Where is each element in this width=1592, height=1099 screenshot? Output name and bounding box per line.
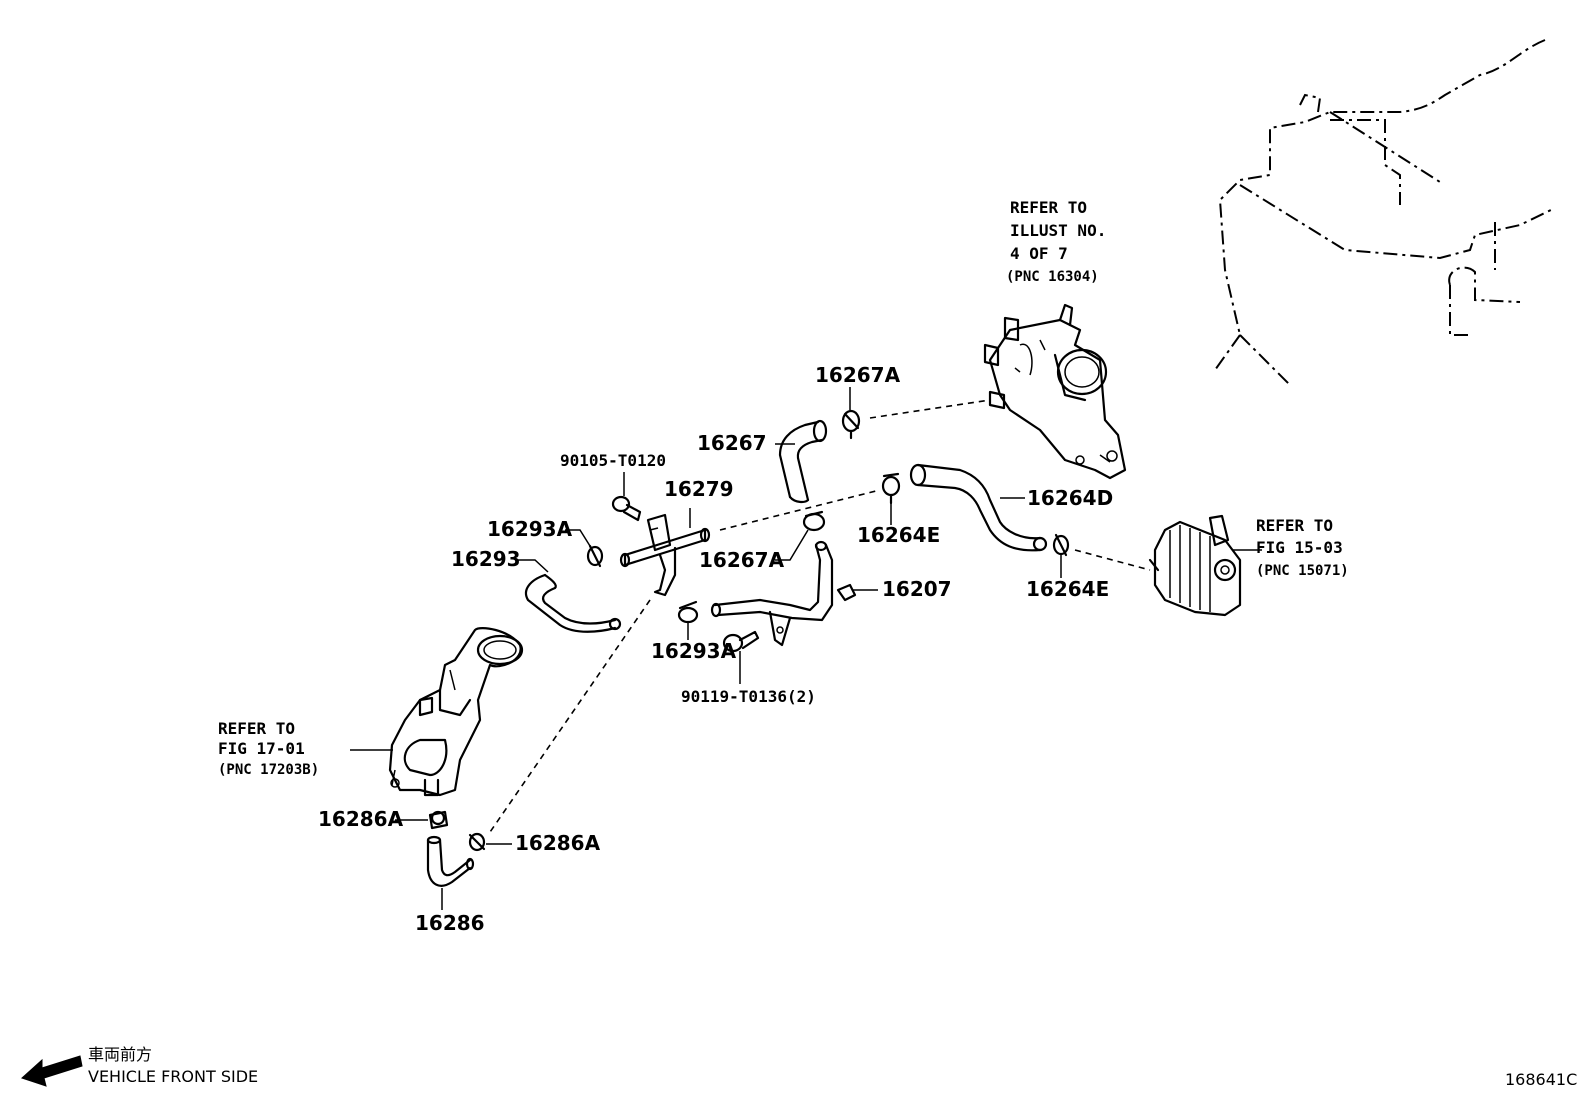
leader-tube-16279-to-clamp [719, 489, 881, 531]
svg-text:REFER TO: REFER TO [1010, 198, 1087, 217]
label-16286A-left: 16286A [318, 807, 404, 831]
label-90105: 90105-T0120 [560, 451, 666, 470]
clamp-16264E-right [1052, 533, 1070, 557]
clamp-16267A-top [841, 409, 861, 440]
clamp-16286A-right [468, 832, 486, 852]
clamp-16293A-bottom [677, 600, 699, 624]
figure-id: 168641C [1505, 1070, 1577, 1089]
svg-text:(PNC 17203B): (PNC 17203B) [218, 762, 319, 778]
label-16286: 16286 [415, 911, 485, 935]
engine-outline [1214, 39, 1556, 386]
svg-text:REFER TO: REFER TO [218, 719, 295, 738]
label-16267: 16267 [697, 431, 767, 455]
hose-16267 [778, 419, 828, 504]
label-16207: 16207 [882, 577, 952, 601]
leader-16267A-mid [775, 529, 809, 561]
svg-text:REFER TO: REFER TO [1256, 516, 1333, 535]
svg-text:FIG 15-03: FIG 15-03 [1256, 538, 1343, 557]
water-pump-housing [983, 303, 1127, 480]
pipe-16207 [710, 540, 857, 647]
svg-text:FIG 17-01: FIG 17-01 [218, 739, 305, 758]
front-direction-arrow [21, 1055, 83, 1087]
label-16264E-mid: 16264E [857, 523, 940, 547]
hose-16293 [524, 573, 622, 633]
ref-water-pump: REFER TO ILLUST NO. 4 OF 7 (PNC 16304) [1006, 198, 1106, 285]
label-16267A-top: 16267A [815, 363, 901, 387]
hose-16286 [426, 835, 475, 887]
footer-direction: VEHICLE FRONT SIDE [88, 1067, 258, 1086]
svg-text:ILLUST NO.: ILLUST NO. [1010, 221, 1106, 240]
ref-oil-cooler: REFER TO FIG 15-03 (PNC 15071) [1256, 516, 1349, 579]
label-16286A-right: 16286A [515, 831, 601, 855]
ref-throttle-body: REFER TO FIG 17-01 (PNC 17203B) [218, 719, 319, 778]
clamp-16267A-mid [802, 510, 826, 532]
leader-16293 [515, 559, 549, 573]
label-16293A-bottom: 16293A [651, 639, 737, 663]
leader-pipe-to-16286A [487, 599, 651, 836]
bolt-90105 [611, 495, 642, 522]
label-16293A-top: 16293A [487, 517, 573, 541]
svg-text:(PNC 15071): (PNC 15071) [1256, 563, 1349, 579]
clamp-16264E-mid [881, 472, 901, 505]
oil-cooler [1148, 514, 1242, 617]
leader-oil-cooler [1074, 549, 1151, 571]
svg-text:4 OF 7: 4 OF 7 [1010, 244, 1068, 263]
hose-16264D [909, 463, 1048, 552]
label-16264D: 16264D [1027, 486, 1113, 510]
label-16293: 16293 [451, 547, 521, 571]
label-16279: 16279 [664, 477, 734, 501]
svg-text:(PNC 16304): (PNC 16304) [1006, 269, 1099, 285]
leader-16293A-top [565, 529, 591, 547]
bolt-90119 [722, 630, 760, 653]
label-90119: 90119-T0136(2) [681, 687, 816, 706]
pipe-16279 [619, 513, 711, 597]
label-16264E-right: 16264E [1026, 577, 1109, 601]
leader-water-pump [869, 399, 991, 419]
clamp-16286A-left [428, 810, 449, 830]
label-16267A-mid: 16267A [699, 548, 785, 572]
throttle-body [388, 627, 524, 797]
clamp-16293A-top [586, 544, 604, 568]
footer-japanese: 車両前方 [88, 1045, 152, 1064]
